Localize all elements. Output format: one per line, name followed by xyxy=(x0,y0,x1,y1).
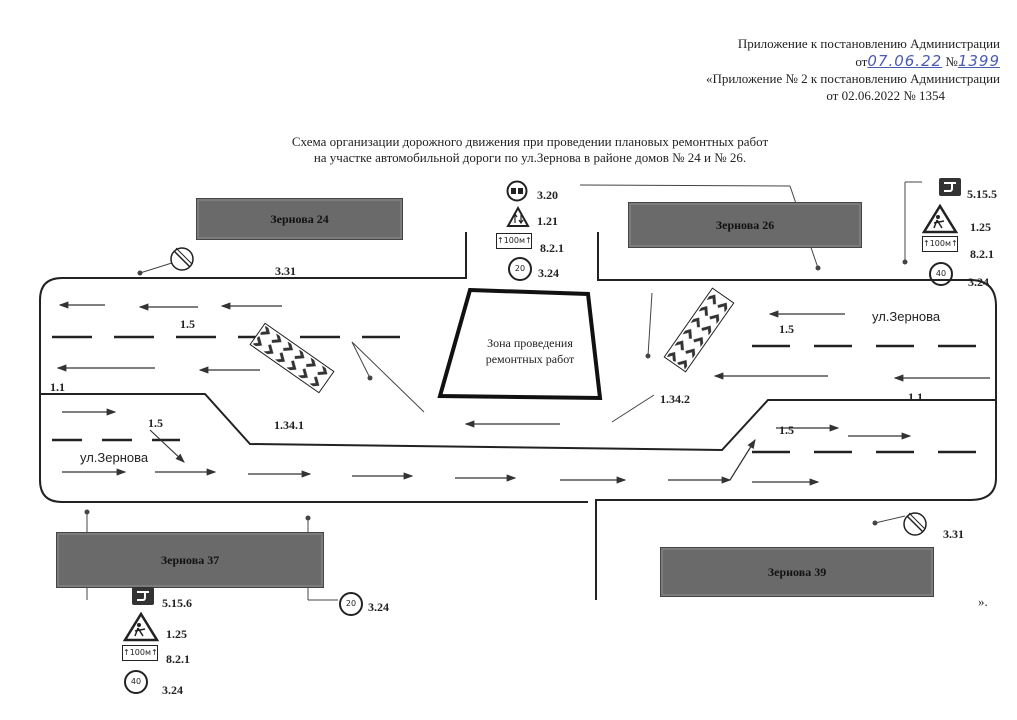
speed-limit-sign-icon: 40 xyxy=(124,670,148,694)
scheme-title-line1: Схема организации дорожного движения при… xyxy=(291,134,769,149)
appendix-header-line1: Приложение к постановлению Администрации xyxy=(737,36,1000,51)
no-overtaking-trucks-sign-icon xyxy=(506,180,528,202)
marking-label-1-1-right: 1.1 xyxy=(908,390,923,404)
appendix-header-line2: от07.06.22 №1399 xyxy=(855,53,1000,70)
building-zernova-37: Зернова 37 xyxy=(56,532,324,588)
distance-plate-sign-icon: ↑100м↑ xyxy=(922,236,958,252)
building-zernova-24: Зернова 24 xyxy=(196,198,403,240)
street-name-top: ул.Зернова xyxy=(872,309,941,324)
work-zone-boundary xyxy=(437,287,603,401)
dashed-lane-lines xyxy=(52,335,996,454)
work-zone-label-line2: ремонтных работ xyxy=(485,352,575,366)
street-name-bottom: ул.Зернова xyxy=(80,450,149,465)
building-zernova-26: Зернова 26 xyxy=(628,202,862,248)
direction-barrier-1-34-1 xyxy=(249,322,335,394)
marking-label-1-5: 1.5 xyxy=(779,423,794,437)
sign-label-5-15-5: 5.15.5 xyxy=(967,187,997,201)
sign-label-8-2-1: 8.2.1 xyxy=(166,652,190,666)
pointer-dots xyxy=(84,259,908,526)
sign-label-3-20: 3.20 xyxy=(537,188,558,202)
end-restrictions-sign-icon xyxy=(903,512,927,536)
date-prefix: от xyxy=(855,54,868,69)
appendix-header-line3: «Приложение № 2 к постановлению Админист… xyxy=(705,71,1000,86)
distance-plate-text: 100м xyxy=(129,648,152,657)
sign-label-3-24: 3.24 xyxy=(162,683,183,697)
lane-start-sign-icon xyxy=(132,587,154,605)
sign-label-8-2-1: 8.2.1 xyxy=(540,241,564,255)
sign-label-1-21: 1.21 xyxy=(537,214,558,228)
handwritten-date: 07.06.22 xyxy=(867,52,943,70)
closing-quote: ». xyxy=(978,594,988,609)
road-works-sign-icon xyxy=(922,204,958,234)
distance-plate-text: 100м xyxy=(929,239,952,248)
road-works-sign-icon xyxy=(123,612,159,642)
marking-label-1-1-left: 1.1 xyxy=(50,380,65,394)
sign-label-3-24: 3.24 xyxy=(368,600,389,614)
road-edges xyxy=(39,232,997,600)
speed-limit-sign-icon: 20 xyxy=(339,592,363,616)
sign-label-8-2-1: 8.2.1 xyxy=(970,247,994,261)
marking-label-1-5: 1.5 xyxy=(180,317,195,331)
distance-plate-text: 100м xyxy=(503,236,526,245)
center-line-1-1 xyxy=(40,393,996,452)
distance-plate-sign-icon: ↑100м↑ xyxy=(496,233,532,249)
direction-barrier-1-34-2 xyxy=(663,287,735,373)
marking-label-1-5: 1.5 xyxy=(148,416,163,430)
marking-label-3-31-top: 3.31 xyxy=(275,264,296,278)
distance-plate-sign-icon: ↑100м↑ xyxy=(122,645,158,661)
speed-limit-sign-icon: 40 xyxy=(929,262,953,286)
traffic-arrows xyxy=(56,301,990,486)
marking-label-3-31-bottom: 3.31 xyxy=(943,527,964,541)
pointer-lines xyxy=(86,181,922,601)
sign-label-3-24: 3.24 xyxy=(538,266,559,280)
two-way-traffic-sign-icon xyxy=(506,206,530,227)
sign-label-1-25: 1.25 xyxy=(970,220,991,234)
scheme-title-line2: на участке автомобильной дороги по ул.Зе… xyxy=(313,150,747,165)
speed-limit-sign-icon: 20 xyxy=(508,257,532,281)
lane-end-sign-icon xyxy=(939,178,961,196)
work-zone-label-line1: Зона проведения xyxy=(487,336,573,350)
work-zone-label: Зона проведения ремонтных работ xyxy=(468,335,592,367)
marking-label-1-34-2: 1.34.2 xyxy=(660,392,690,406)
number-sign: № xyxy=(945,54,958,69)
sign-label-5-15-6: 5.15.6 xyxy=(162,596,192,610)
marking-label-1-5: 1.5 xyxy=(779,322,794,336)
marking-label-1-34-1: 1.34.1 xyxy=(274,418,304,432)
sign-label-3-24: 3.24 xyxy=(968,275,989,289)
handwritten-number: 1399 xyxy=(957,52,1000,70)
building-zernova-39: Зернова 39 xyxy=(660,547,934,597)
end-restrictions-sign-icon xyxy=(170,247,194,271)
sign-label-1-25: 1.25 xyxy=(166,627,187,641)
appendix-header-line4: от 02.06.2022 № 1354 xyxy=(826,88,945,103)
